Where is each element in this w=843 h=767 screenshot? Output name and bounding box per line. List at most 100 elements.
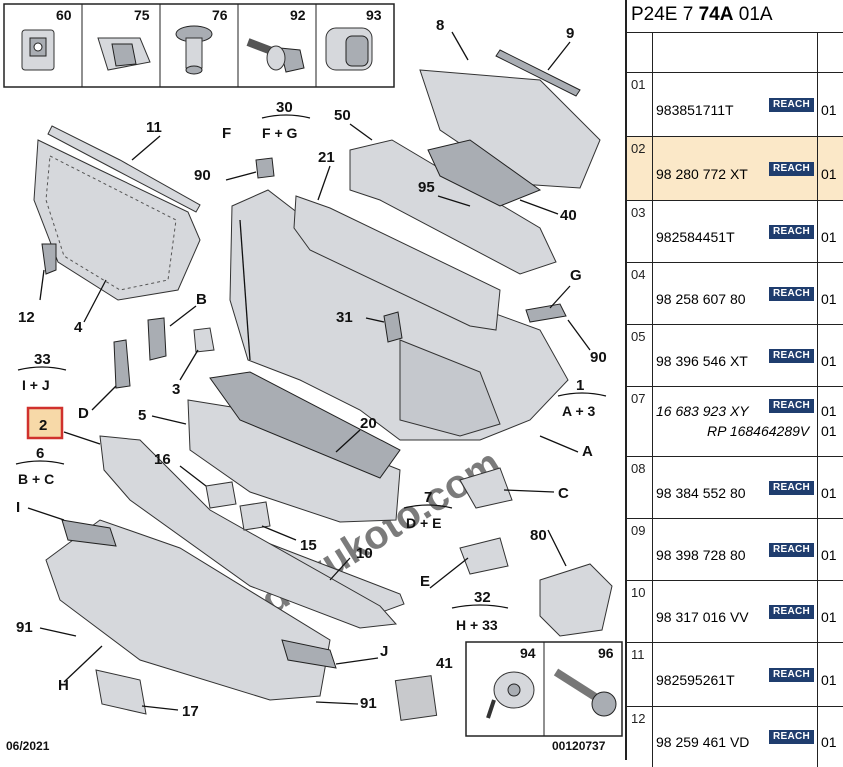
group-30: 30 F + G bbox=[261, 99, 311, 141]
callout-4: 4 bbox=[74, 319, 83, 336]
callout-9: 9 bbox=[566, 25, 574, 42]
header-suffix: 01A bbox=[738, 4, 773, 25]
callout-16: 16 bbox=[154, 451, 171, 468]
energy-absorber bbox=[349, 139, 557, 275]
quantity: 01 bbox=[821, 166, 837, 182]
quantity: 01 bbox=[821, 291, 837, 307]
reach-badge: REACH bbox=[769, 399, 814, 413]
callout-50: 50 bbox=[334, 107, 351, 124]
group-1: 1 A + 3 bbox=[557, 377, 607, 419]
cap-15 bbox=[239, 501, 271, 531]
callout-41: 41 bbox=[436, 655, 453, 672]
fastener-kit bbox=[539, 563, 613, 637]
reach-badge: REACH bbox=[769, 287, 814, 301]
reach-badge: REACH bbox=[769, 98, 814, 112]
quantity: 01 bbox=[821, 353, 837, 369]
callout-d: D bbox=[78, 405, 89, 422]
reach-badge: REACH bbox=[769, 225, 814, 239]
part-number: 98 384 552 80 bbox=[656, 485, 746, 501]
callout-11: 11 bbox=[146, 119, 162, 136]
bracket-d bbox=[113, 339, 131, 389]
seal-strip bbox=[495, 49, 581, 97]
part-number: 16 683 923 XY bbox=[656, 403, 749, 419]
group-33: 33 I + J bbox=[17, 351, 67, 393]
box-label-93: 93 bbox=[366, 7, 382, 23]
callout-20: 20 bbox=[360, 415, 377, 432]
callout-j: J bbox=[380, 643, 388, 660]
callout-5: 5 bbox=[138, 407, 146, 424]
part-number: 983851711T bbox=[656, 102, 734, 118]
group-33-members: I + J bbox=[22, 377, 50, 393]
callout-31: 31 bbox=[336, 309, 353, 326]
box-label-92: 92 bbox=[290, 7, 306, 23]
row-index: 03 bbox=[631, 205, 646, 220]
callout-b: B bbox=[196, 291, 207, 308]
diagram-date: 06/2021 bbox=[6, 739, 50, 753]
part-number: 98 317 016 VV bbox=[656, 609, 749, 625]
fastener-box-row: 60 75 76 92 93 bbox=[3, 3, 395, 88]
row-index: 11 bbox=[631, 647, 645, 662]
bracket-b bbox=[147, 317, 167, 361]
selected-part-marker[interactable]: 2 bbox=[26, 406, 64, 440]
row-index: 04 bbox=[631, 267, 646, 282]
group-1-number: 1 bbox=[576, 377, 584, 394]
quantity: 01 bbox=[821, 229, 837, 245]
upper-support-panel bbox=[419, 69, 601, 189]
push-clip-icon bbox=[97, 37, 151, 71]
nut-insert-icon bbox=[325, 27, 373, 71]
lower-deflector bbox=[427, 139, 542, 207]
part-number: 98 258 607 80 bbox=[656, 291, 746, 307]
clip-nut-icon bbox=[21, 29, 55, 71]
row-index: 12 bbox=[631, 711, 646, 726]
fastener-box-bottom: 94 96 bbox=[465, 641, 623, 737]
callout-8: 8 bbox=[436, 17, 444, 34]
group-7: 7 D + E bbox=[403, 489, 453, 531]
box-label-75: 75 bbox=[134, 7, 150, 23]
callout-90b: 90 bbox=[590, 349, 607, 366]
group-7-number: 7 bbox=[424, 489, 432, 506]
reach-badge: REACH bbox=[769, 605, 814, 619]
callout-3: 3 bbox=[172, 381, 180, 398]
selected-part-number: 2 bbox=[39, 417, 47, 434]
box-label-94: 94 bbox=[520, 645, 536, 661]
table-row[interactable]: 04 98 258 607 80 REACH 01 bbox=[627, 262, 843, 325]
group-32-members: H + 33 bbox=[456, 617, 498, 633]
callout-17: 17 bbox=[182, 703, 199, 720]
group-30-members: F + G bbox=[262, 125, 298, 141]
quantity: 01 bbox=[821, 547, 837, 563]
row-index: 02 bbox=[631, 141, 646, 156]
fog-lamp-trim bbox=[459, 537, 509, 575]
callout-h: H bbox=[58, 677, 69, 694]
cap-16 bbox=[205, 481, 237, 509]
drawing-number: 00120737 bbox=[552, 739, 606, 753]
front-spoiler bbox=[99, 435, 398, 629]
grille-chrome-strip bbox=[47, 125, 201, 213]
callout-21: 21 bbox=[318, 149, 335, 166]
quantity: 01 bbox=[821, 403, 837, 419]
grille-bracket bbox=[41, 243, 57, 275]
reach-badge: REACH bbox=[769, 668, 814, 682]
self-tapping-screw-icon bbox=[553, 668, 617, 717]
callout-90a: 90 bbox=[194, 167, 211, 184]
box-label-60: 60 bbox=[56, 7, 72, 23]
group-7-members: D + E bbox=[406, 515, 441, 531]
lower-grille-support bbox=[209, 371, 401, 479]
side-bracket bbox=[281, 639, 337, 669]
callout-91a: 91 bbox=[16, 619, 33, 636]
box-label-96: 96 bbox=[598, 645, 614, 661]
washer-screw-icon bbox=[486, 671, 535, 719]
rivet-icon bbox=[175, 25, 213, 75]
group-33-number: 33 bbox=[34, 351, 51, 368]
reflector-3 bbox=[193, 327, 215, 353]
